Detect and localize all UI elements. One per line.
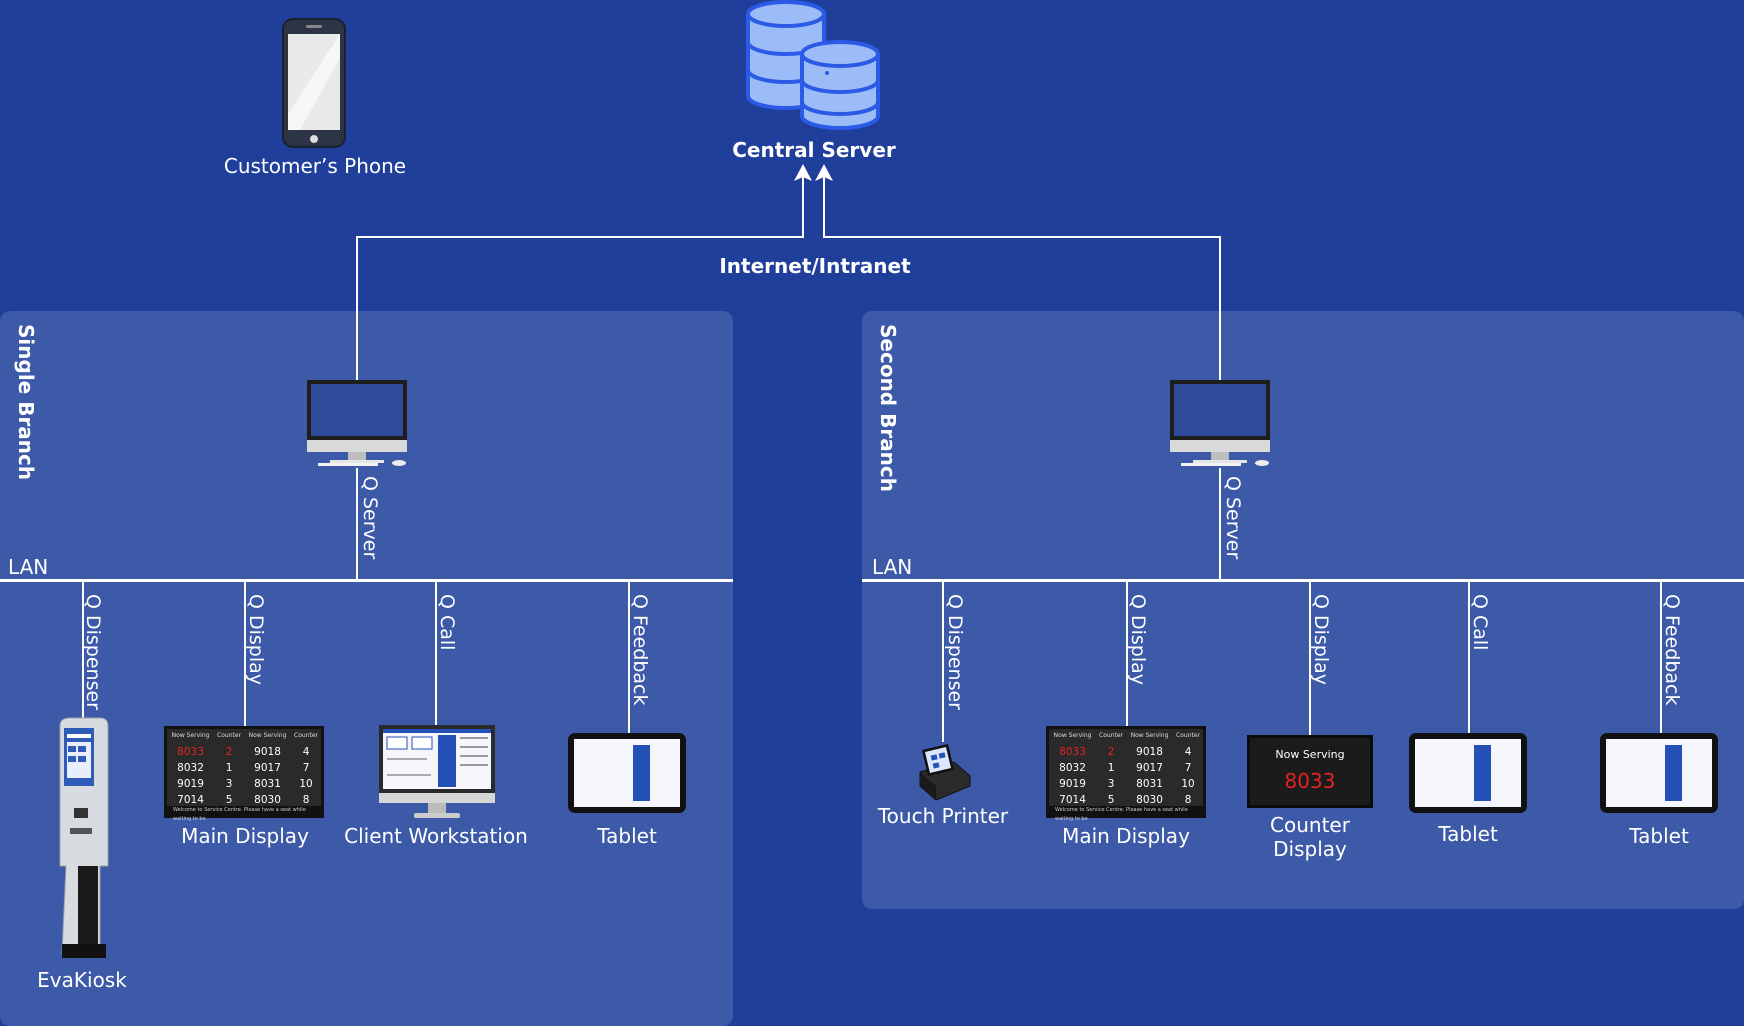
device-main-display-label: Main Display [1062, 824, 1190, 848]
main-display-footer: Welcome to Service Centre. Please have a… [167, 806, 321, 822]
device-tablet-label: Tablet [1438, 822, 1498, 846]
connector-q-dispenser: Q Dispenser [944, 594, 966, 710]
q-server-label: Q Server [1222, 476, 1244, 560]
single-branch-title: Single Branch [14, 324, 38, 481]
counter-display-number: 8033 [1284, 769, 1336, 793]
database-icon [746, 0, 880, 130]
connector-q-call: Q Call [1469, 594, 1491, 651]
q-server-monitor-icon [307, 380, 407, 466]
lan-bus [0, 579, 733, 582]
call-drop-line [435, 582, 437, 726]
lan-label: LAN [872, 555, 913, 579]
connector-q-display: Q Display [245, 594, 267, 686]
lan-bus [862, 579, 1744, 582]
q-server-monitor-icon [1170, 380, 1270, 466]
lan-label: LAN [8, 555, 49, 579]
touch-printer-icon [919, 744, 971, 801]
dispenser-drop-line [942, 582, 944, 742]
connector-q-feedback: Q Feedback [1661, 594, 1683, 706]
second-branch-panel [862, 311, 1744, 909]
connector-q-dispenser: Q Dispenser [82, 594, 104, 710]
device-tablet-label: Tablet [1629, 824, 1689, 848]
counter-display-heading: Now Serving [1275, 748, 1345, 761]
device-evakiosk-label: EvaKiosk [37, 968, 127, 992]
counter-display-drop-line [1309, 582, 1311, 736]
call-drop-line [1468, 582, 1470, 734]
feedback-drop-line [1660, 582, 1662, 734]
q-server-drop-line [1219, 468, 1221, 580]
device-main-display-label: Main Display [181, 824, 309, 848]
second-branch-title: Second Branch [876, 324, 900, 493]
internet-intranet-label: Internet/Intranet [719, 254, 911, 278]
connector-q-feedback: Q Feedback [629, 594, 651, 706]
display-drop-line [1126, 582, 1128, 726]
tablet-screen [1409, 733, 1527, 813]
device-counter-display-label: Counter Display [1270, 813, 1350, 861]
connector-q-display-2: Q Display [1310, 594, 1332, 686]
device-touch-printer-label: Touch Printer [877, 804, 1009, 828]
connector-q-call: Q Call [436, 594, 458, 651]
tablet-screen [1600, 733, 1718, 813]
connector-q-display: Q Display [1127, 594, 1149, 686]
q-server-label: Q Server [359, 476, 381, 560]
workstation-monitor-icon [379, 725, 495, 818]
tablet-screen [568, 733, 686, 813]
feedback-drop-line [628, 582, 630, 734]
phone-icon [282, 18, 346, 148]
device-client-workstation-label: Client Workstation [344, 824, 528, 848]
customer-phone-label: Customer’s Phone [223, 154, 407, 178]
dispenser-drop-line [82, 582, 84, 720]
device-tablet-label: Tablet [597, 824, 657, 848]
counter-display-screen: Now Serving 8033 [1247, 735, 1373, 808]
central-server-label: Central Server [732, 138, 896, 162]
q-server-drop-line [356, 468, 358, 580]
kiosk-icon [59, 717, 109, 958]
main-display-footer: Welcome to Service Centre. Please have a… [1049, 806, 1203, 822]
display-drop-line [244, 582, 246, 726]
